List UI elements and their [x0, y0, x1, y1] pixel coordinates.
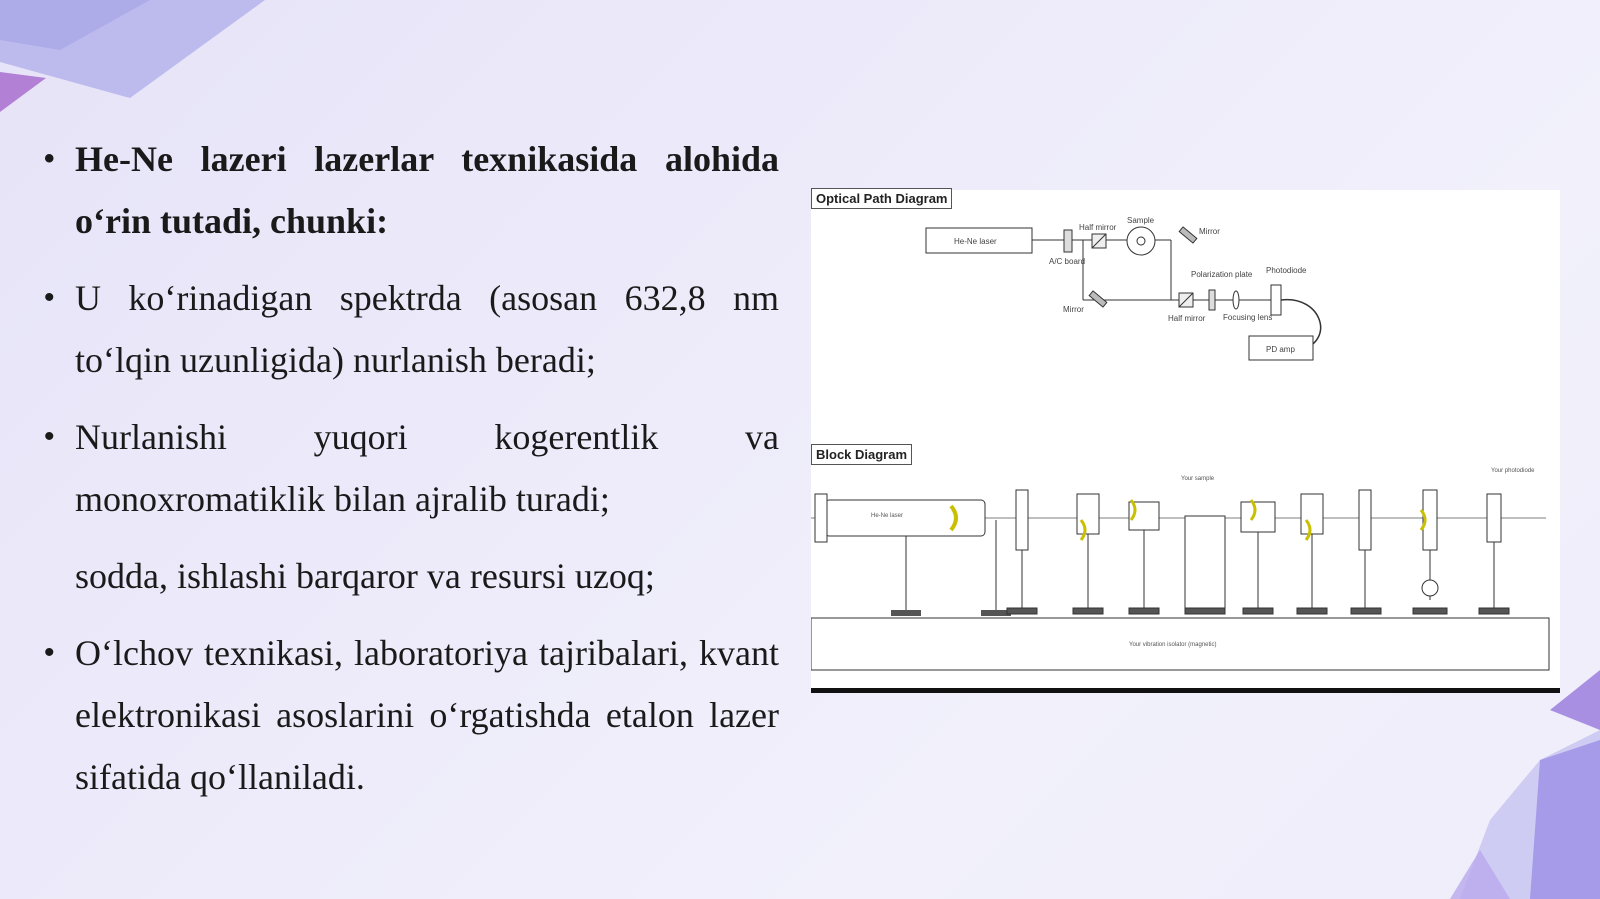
list-item: •O‘lchov texnikasi, laboratoriya tajriba…: [44, 622, 779, 808]
block-diagram: He-Ne laser Your sample Your photodiode …: [811, 468, 1550, 671]
block-breadboard-label: Your vibration isolator (magnetic): [1129, 642, 1217, 648]
corner-decoration-bottom-right: [1450, 670, 1600, 899]
bullet-list: •He-Ne lazeri lazerlar texnikasida alohi…: [44, 128, 779, 823]
optical-photodiode-label: Photodiode: [1266, 266, 1307, 275]
optical-path-diagram: He-Ne laser A/C board Half mirror Sample…: [925, 216, 1322, 361]
bullet-icon: •: [44, 281, 55, 314]
optical-path-title: Optical Path Diagram: [811, 188, 953, 209]
block-photodiode-label: Your photodiode: [1491, 468, 1535, 474]
laser-setup-figure: Optical Path Diagram He-Ne laser A/C boa…: [811, 188, 1560, 693]
optical-pd-amp-label: PD amp: [1266, 345, 1295, 354]
optical-laser-label: He-Ne laser: [954, 237, 997, 246]
list-item: •He-Ne lazeri lazerlar texnikasida alohi…: [44, 128, 779, 252]
bullet-icon: •: [44, 636, 55, 669]
list-item: •U ko‘rinadigan spektrda (asosan 632,8 n…: [44, 267, 779, 391]
block-sample-label: Your sample: [1181, 476, 1215, 482]
list-item: •Nurlanishi yuqori kogerentlik va monoxr…: [44, 406, 779, 530]
optical-half-mirror-bottom-label: Half mirror: [1168, 314, 1206, 323]
block-diagram-title: Block Diagram: [811, 444, 913, 465]
optical-polarization-plate-label: Polarization plate: [1191, 270, 1253, 279]
bullet-icon: •: [44, 142, 55, 175]
optical-mirror-left-label: Mirror: [1063, 305, 1084, 314]
optical-ac-board-label: A/C board: [1049, 257, 1085, 266]
corner-decoration-top-left: [0, 0, 265, 112]
optical-sample-label: Sample: [1127, 216, 1155, 225]
optical-half-mirror-top-label: Half mirror: [1079, 223, 1117, 232]
bullet-icon: •: [44, 420, 55, 453]
optical-mirror-right-label: Mirror: [1199, 227, 1220, 236]
list-item: sodda, ishlashi barqaror va resursi uzoq…: [75, 556, 655, 596]
block-laser-label: He-Ne laser: [871, 513, 903, 519]
optical-focusing-lens-label: Focusing lens: [1223, 313, 1272, 322]
